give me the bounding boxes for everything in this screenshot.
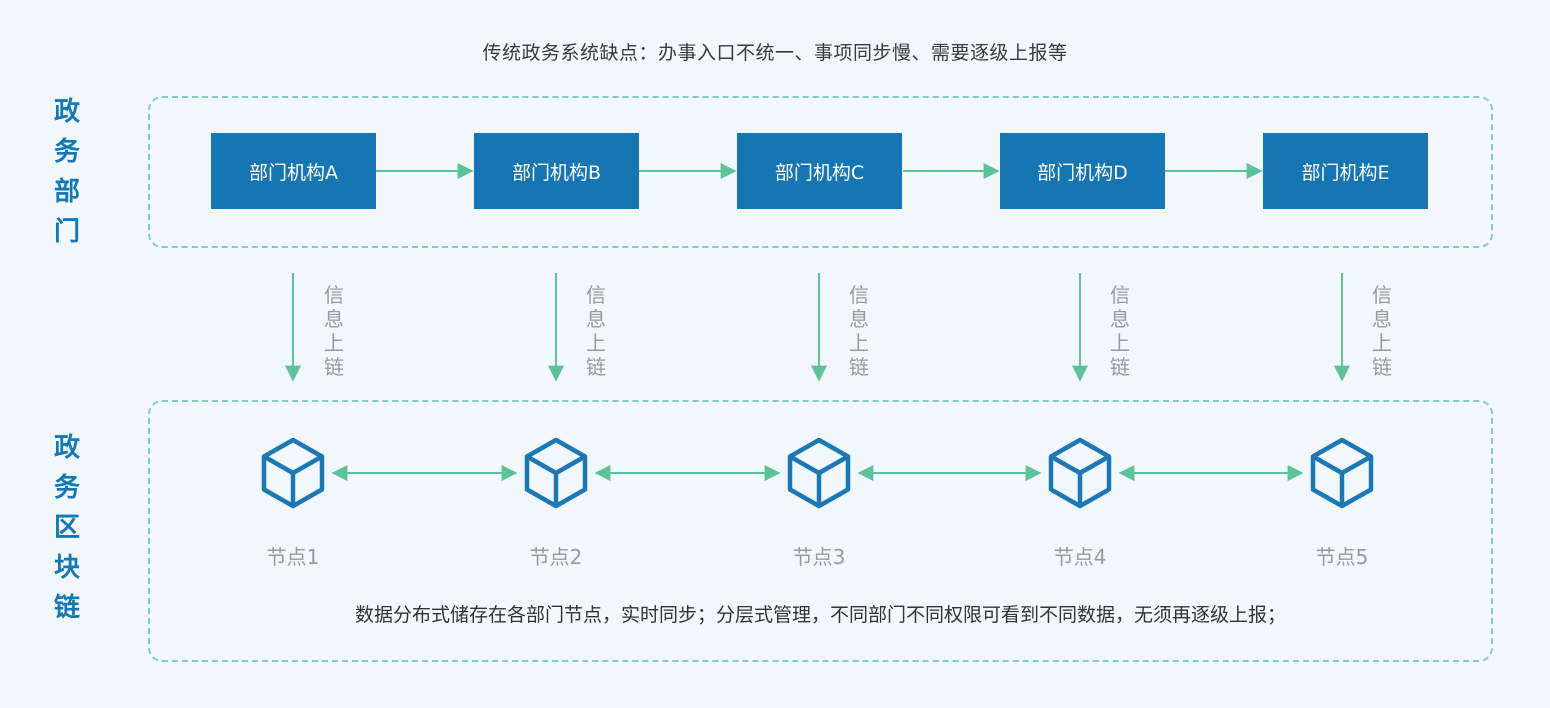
side-label-char: 务 xyxy=(53,473,80,503)
upload-label-char: 息 xyxy=(586,307,606,331)
blockchain-panel xyxy=(148,400,1493,662)
upload-label-char: 上 xyxy=(586,331,606,355)
upload-label-4: 信 息 上 链 xyxy=(1107,283,1133,379)
upload-label-char: 链 xyxy=(586,355,606,379)
upload-label-5: 信 息 上 链 xyxy=(1369,283,1395,379)
cube-icon xyxy=(261,437,325,509)
side-label-char: 政 xyxy=(53,433,80,463)
top-caption: 传统政务系统缺点：办事入口不统一、事项同步慢、需要逐级上报等 xyxy=(482,42,1068,64)
upload-label-char: 上 xyxy=(1110,331,1130,355)
side-label-char: 门 xyxy=(53,217,80,247)
upload-label-char: 信 xyxy=(324,283,344,307)
upload-label-char: 链 xyxy=(1110,355,1130,379)
node-label-1: 节点1 xyxy=(266,545,320,569)
side-label-char: 区 xyxy=(53,513,80,543)
side-label-departments: 政 务 部 门 xyxy=(44,92,90,252)
node-label-3: 节点3 xyxy=(792,545,846,569)
upload-label-1: 信 息 上 链 xyxy=(321,283,347,379)
upload-label-char: 信 xyxy=(586,283,606,307)
upload-label-char: 链 xyxy=(849,355,869,379)
department-box-e: 部门机构E xyxy=(1263,133,1428,209)
upload-label-char: 链 xyxy=(324,355,344,379)
department-box-d: 部门机构D xyxy=(1000,133,1165,209)
upload-label-3: 信 息 上 链 xyxy=(846,283,872,379)
upload-label-char: 上 xyxy=(1372,331,1392,355)
upload-label-2: 信 息 上 链 xyxy=(583,283,609,379)
node-label-5: 节点5 xyxy=(1315,545,1369,569)
upload-label-char: 息 xyxy=(324,307,344,331)
bottom-caption: 数据分布式储存在各部门节点，实时同步；分层式管理，不同部门不同权限可看到不同数据… xyxy=(354,604,1286,626)
cube-icon xyxy=(1048,437,1112,509)
side-label-blockchain: 政 务 区 块 链 xyxy=(44,428,90,628)
upload-label-char: 信 xyxy=(1372,283,1392,307)
departments-panel xyxy=(148,96,1493,248)
side-label-char: 务 xyxy=(53,137,80,167)
side-label-char: 部 xyxy=(53,177,80,207)
department-box-b: 部门机构B xyxy=(474,133,639,209)
upload-label-char: 信 xyxy=(849,283,869,307)
department-box-c: 部门机构C xyxy=(737,133,902,209)
department-box-a: 部门机构A xyxy=(211,133,376,209)
node-label-4: 节点4 xyxy=(1053,545,1107,569)
upload-label-char: 上 xyxy=(849,331,869,355)
upload-label-char: 息 xyxy=(1110,307,1130,331)
upload-label-char: 链 xyxy=(1372,355,1392,379)
side-label-char: 块 xyxy=(53,553,80,583)
upload-label-char: 息 xyxy=(849,307,869,331)
node-label-2: 节点2 xyxy=(529,545,583,569)
side-label-char: 政 xyxy=(53,97,80,127)
upload-label-char: 信 xyxy=(1110,283,1130,307)
cube-icon xyxy=(787,437,851,509)
cube-icon xyxy=(1310,437,1374,509)
side-label-char: 链 xyxy=(53,593,80,623)
upload-label-char: 息 xyxy=(1372,307,1392,331)
upload-label-char: 上 xyxy=(324,331,344,355)
cube-icon xyxy=(524,437,588,509)
